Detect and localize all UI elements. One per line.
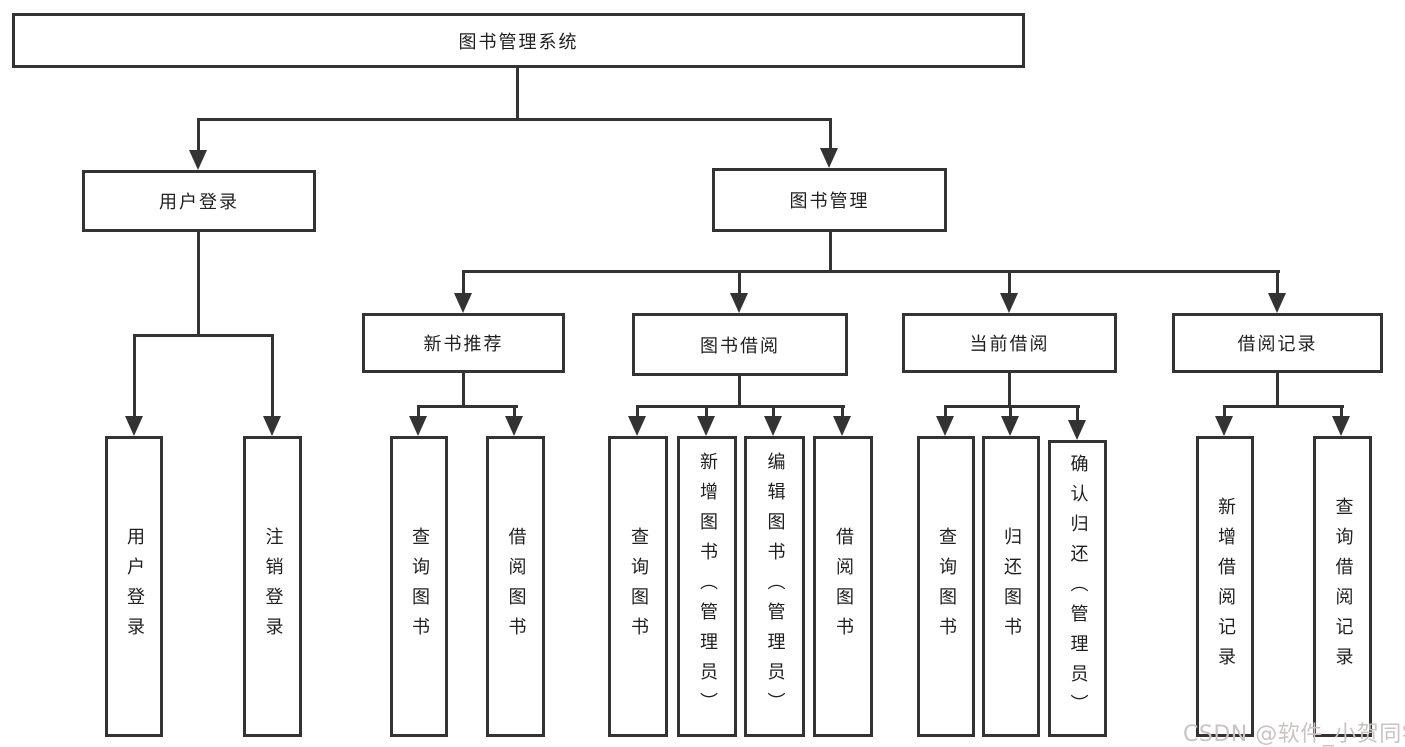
node-new-book: 新书推荐 [362,313,565,373]
leaf-current-query: 查询图书 [917,436,975,737]
connector-line [417,405,420,418]
connector-line [1276,270,1279,295]
leaf-newbook-borrow: 借阅图书 [486,436,545,737]
arrowhead-down-icon [833,416,851,436]
arrowhead-down-icon [125,416,143,436]
leaf-logout: 注销登录 [243,436,302,737]
arrowhead-down-icon [820,148,838,168]
connector-line [829,232,832,272]
arrowhead-down-icon [1000,293,1018,313]
arrowhead-down-icon [764,416,782,436]
arrowhead-down-icon [697,416,715,436]
node-user-login: 用户登录 [82,170,316,232]
leaf-newbook-query: 查询图书 [390,436,448,737]
connector-line [462,270,465,295]
connector-line [705,405,708,418]
connector-line [1008,373,1011,407]
arrowhead-down-icon [454,293,472,313]
connector-line [133,334,136,416]
connector-line [944,405,1080,408]
arrowhead-down-icon [1332,416,1350,436]
connector-line [197,118,832,121]
node-current-borrow: 当前借阅 [902,313,1117,373]
connector-line [513,405,516,418]
leaf-borrow-borrow: 借阅图书 [813,436,873,737]
connector-line [271,334,274,416]
connector-line [738,373,741,407]
connector-line [197,118,200,152]
arrowhead-down-icon [505,416,523,436]
arrowhead-down-icon [1001,416,1019,436]
connector-line [1276,373,1279,407]
connector-line [133,334,274,337]
connector-line [462,373,465,407]
connector-line [1008,270,1011,295]
connector-line [772,405,775,418]
connector-line [1009,405,1012,418]
arrowhead-down-icon [936,416,954,436]
connector-line [636,405,845,408]
arrowhead-down-icon [1068,420,1086,440]
arrowhead-down-icon [263,416,281,436]
arrowhead-down-icon [730,293,748,313]
leaf-user-login: 用户登录 [105,436,163,737]
leaf-borrow-edit-admin: 编辑图书（管理员） [744,436,805,737]
leaf-records-add: 新增借阅记录 [1196,436,1254,737]
leaf-current-confirm-admin: 确认归还（管理员） [1048,440,1107,737]
node-borrow-records: 借阅记录 [1172,313,1383,373]
arrowhead-down-icon [1215,416,1233,436]
connector-line [1076,405,1079,422]
arrowhead-down-icon [189,150,207,170]
leaf-borrow-query: 查询图书 [608,436,668,737]
arrowhead-down-icon [409,416,427,436]
connector-line [944,405,947,418]
connector-line [841,405,844,418]
node-root-system: 图书管理系统 [12,13,1025,68]
connector-line [197,232,200,336]
connector-line [829,118,832,150]
node-book-mgmt: 图书管理 [712,168,947,232]
arrowhead-down-icon [1268,293,1286,313]
connector-line [738,270,741,295]
node-book-borrow: 图书借阅 [632,313,848,376]
leaf-records-query: 查询借阅记录 [1313,436,1372,737]
connector-line [1223,405,1344,408]
leaf-borrow-add-admin: 新增图书（管理员） [677,436,737,737]
connector-line [516,68,519,120]
connector-line [1223,405,1226,418]
connector-line [417,405,518,408]
arrowhead-down-icon [628,416,646,436]
csdn-watermark: CSDN @软件_小贺同学 [1183,722,1405,747]
leaf-current-return: 归还图书 [982,436,1040,737]
connector-line [636,405,639,418]
connector-line [1340,405,1343,418]
connector-line [462,270,1280,273]
